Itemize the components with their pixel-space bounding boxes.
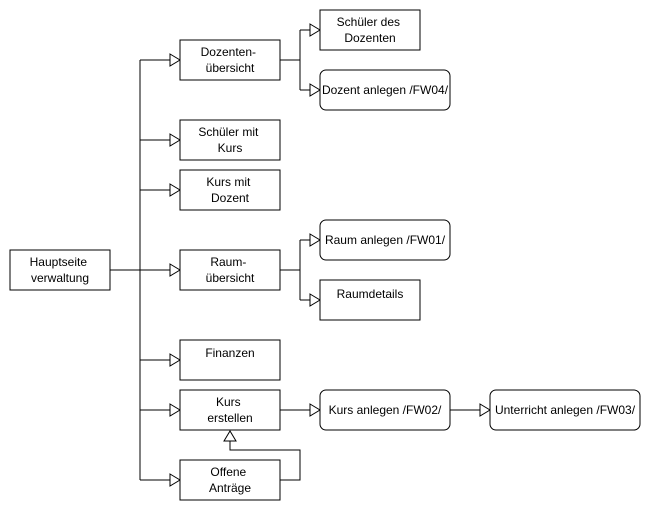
- node-label-line: Kurs anlegen /FW02/: [329, 403, 442, 417]
- node-label-line: Schüler mit: [198, 125, 259, 139]
- svg-text:Dozenten- übersicht: Dozenten- übersicht: [201, 45, 260, 75]
- node-schueler-mit-kurs[interactable]: Schüler mit Kurs: [179, 119, 281, 161]
- edge-dozenten-branch: [280, 29, 310, 91]
- svg-text:Raum- übersicht: Raum- übersicht: [206, 255, 255, 285]
- node-raum-anlegen[interactable]: Raum anlegen /FW01/: [319, 219, 451, 261]
- node-hauptseite[interactable]: Hauptseite verwaltung: [9, 249, 111, 291]
- node-raumuebersicht[interactable]: Raum- übersicht: [179, 249, 281, 291]
- node-unterricht-anlegen[interactable]: Unterricht anlegen /FW03/: [489, 389, 641, 431]
- node-label-line: erstellen: [207, 411, 252, 425]
- node-label-line: Raum-: [210, 255, 246, 269]
- node-dozentenuebersicht[interactable]: Dozenten- übersicht: [179, 39, 281, 81]
- node-kurs-erstellen[interactable]: Kurs erstellen: [179, 389, 281, 431]
- node-label-line: übersicht: [206, 61, 255, 75]
- svg-text:Schüler mit Kurs: Schüler mit Kurs: [198, 125, 261, 155]
- svg-text:Kurs mit Dozent: Kurs mit Dozent: [206, 175, 253, 205]
- svg-text:Unterricht anlegen /FW03/: Unterricht anlegen /FW03/: [495, 403, 636, 417]
- node-label-line: Dozenten-: [201, 45, 256, 59]
- connectors: [110, 29, 480, 481]
- arrow-schueler-des-dozenten: [309, 23, 321, 37]
- arrowheads: [169, 23, 491, 487]
- node-label-line: Anträge: [209, 481, 251, 495]
- node-label-line: Raumdetails: [337, 287, 404, 301]
- edge-raum-branch: [280, 239, 310, 301]
- node-label-line: Raum anlegen /FW01/: [325, 233, 446, 247]
- node-kurs-anlegen[interactable]: Kurs anlegen /FW02/: [319, 389, 451, 431]
- svg-text:Kurs erstellen: Kurs erstellen: [207, 395, 252, 425]
- node-label-line: Unterricht anlegen /FW03/: [495, 403, 636, 417]
- arrow-offene-antraege: [169, 473, 181, 487]
- node-label-line: übersicht: [206, 271, 255, 285]
- arrow-raum-anlegen: [309, 233, 321, 247]
- node-finanzen[interactable]: Finanzen: [179, 339, 281, 381]
- arrow-schueler-mit-kurs: [169, 133, 181, 147]
- arrow-kurs-anlegen: [309, 403, 321, 417]
- svg-text:Dozent anlegen /FW04/: Dozent anlegen /FW04/: [322, 83, 449, 97]
- node-label-line: Dozent anlegen /FW04/: [322, 83, 449, 97]
- svg-text:Offene Anträge: Offene Anträge: [209, 465, 251, 495]
- node-label-line: Finanzen: [205, 346, 254, 360]
- arrow-kurs-erstellen-up: [223, 430, 237, 442]
- node-label-line: Schüler des: [337, 15, 400, 29]
- svg-text:Hauptseite verwaltung: Hauptseite verwaltung: [30, 255, 91, 285]
- node-label-line: Kurs mit: [206, 175, 251, 189]
- edge-offene-antraege-to-kurs-erstellen: [229, 441, 301, 481]
- svg-text:Raumdetails: Raumdetails: [337, 287, 404, 301]
- svg-text:Kurs anlegen /FW02/: Kurs anlegen /FW02/: [329, 403, 442, 417]
- svg-text:Finanzen: Finanzen: [205, 346, 254, 360]
- arrow-dozent-anlegen: [309, 83, 321, 97]
- svg-text:Raum anlegen /FW01/: Raum anlegen /FW01/: [325, 233, 446, 247]
- arrow-kurs-erstellen: [169, 403, 181, 417]
- arrow-kurs-mit-dozent: [169, 183, 181, 197]
- node-label-line: Kurs: [216, 395, 241, 409]
- node-label-line: Dozenten: [344, 31, 395, 45]
- node-raumdetails[interactable]: Raumdetails: [319, 279, 421, 321]
- node-label-line: verwaltung: [31, 271, 89, 285]
- arrow-raumuebersicht: [169, 263, 181, 277]
- node-kurs-mit-dozent[interactable]: Kurs mit Dozent: [179, 169, 281, 211]
- svg-text:Schüler des Dozenten: Schüler des Dozenten: [337, 15, 404, 45]
- node-offene-antraege[interactable]: Offene Anträge: [179, 459, 281, 501]
- node-label-line: Hauptseite: [30, 255, 88, 269]
- node-label-line: Dozent: [211, 191, 250, 205]
- arrow-dozentenuebersicht: [169, 53, 181, 67]
- node-label-line: Offene: [210, 465, 246, 479]
- arrow-finanzen: [169, 353, 181, 367]
- arrow-unterricht-anlegen: [479, 403, 491, 417]
- node-label-line: Kurs: [218, 141, 243, 155]
- arrow-raumdetails: [309, 293, 321, 307]
- node-dozent-anlegen[interactable]: Dozent anlegen /FW04/: [319, 69, 451, 111]
- node-schueler-des-dozenten[interactable]: Schüler des Dozenten: [319, 9, 421, 51]
